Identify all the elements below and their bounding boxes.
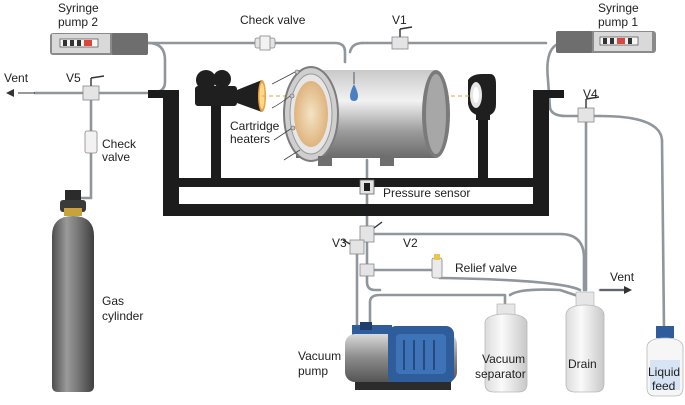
label-vent-left: Vent — [4, 71, 29, 85]
valve-v5 — [82, 75, 105, 101]
label-check-valve-left-line1: Check — [102, 137, 137, 151]
vacuum-pump — [345, 322, 457, 390]
label-vacuum-pump-line2: pump — [298, 364, 328, 378]
label-vacuum-pump-line1: Vacuum — [298, 349, 341, 363]
gas-cylinder — [52, 190, 94, 392]
syringe-pump-2 — [50, 33, 148, 55]
label-cartridge-heaters-line2: heaters — [230, 132, 270, 146]
label-vacuum-separator-line1: Vacuum — [482, 352, 525, 366]
label-cartridge-heaters-line1: Cartridge — [230, 119, 280, 133]
tubing — [33, 41, 666, 332]
check-valve-top — [254, 35, 276, 51]
label-check-valve-left-line2: valve — [102, 150, 130, 164]
label-gas-cylinder-line2: cylinder — [102, 309, 143, 323]
label-relief-valve: Relief valve — [455, 261, 517, 275]
label-gas-cylinder-line1: Gas — [102, 294, 124, 308]
lamp-icon — [468, 74, 496, 120]
syringe-pump-1 — [556, 31, 656, 53]
label-drain: Drain — [568, 357, 597, 371]
label-liquid-feed-line2: feed — [652, 379, 675, 393]
label-vent-right: Vent — [610, 270, 635, 284]
label-syringe-pump-2-line1: Syringe — [58, 1, 99, 15]
valve-v4 — [577, 96, 600, 123]
liquid-feed-bottle — [646, 326, 684, 397]
tee-fitting — [359, 263, 375, 277]
label-check-valve-top: Check valve — [240, 13, 306, 27]
label-vacuum-separator-line2: separator — [475, 367, 526, 381]
label-pressure-sensor: Pressure sensor — [383, 186, 470, 200]
label-syringe-pump-1-line1: Syringe — [598, 1, 639, 15]
labels: Syringe pump 2 Check valve V1 Syringe pu… — [4, 1, 680, 393]
label-syringe-pump-2-line2: pump 2 — [58, 15, 98, 29]
label-v4: V4 — [583, 87, 598, 101]
label-liquid-feed-line1: Liquid — [648, 365, 680, 379]
valve-v3 — [342, 239, 365, 255]
vacuum-separator-bottle — [484, 303, 528, 393]
cartridge-heater-leads — [271, 69, 301, 161]
label-syringe-pump-1-line2: pump 1 — [598, 15, 638, 29]
camera-icon — [195, 70, 266, 112]
check-valve-left — [84, 130, 98, 154]
pressure-sensor — [359, 179, 375, 195]
valve-v2 — [359, 221, 383, 243]
reaction-chamber — [262, 66, 470, 166]
heater-frame — [148, 90, 564, 216]
label-v5: V5 — [66, 71, 81, 85]
label-v3: V3 — [332, 236, 347, 250]
vent-left-arrow — [6, 89, 35, 97]
drain-bottle — [565, 291, 605, 393]
label-v1: V1 — [392, 13, 407, 27]
label-v2: V2 — [403, 236, 418, 250]
valve-v1 — [391, 26, 413, 50]
vent-right-arrow — [600, 286, 632, 294]
relief-valve — [431, 254, 443, 279]
